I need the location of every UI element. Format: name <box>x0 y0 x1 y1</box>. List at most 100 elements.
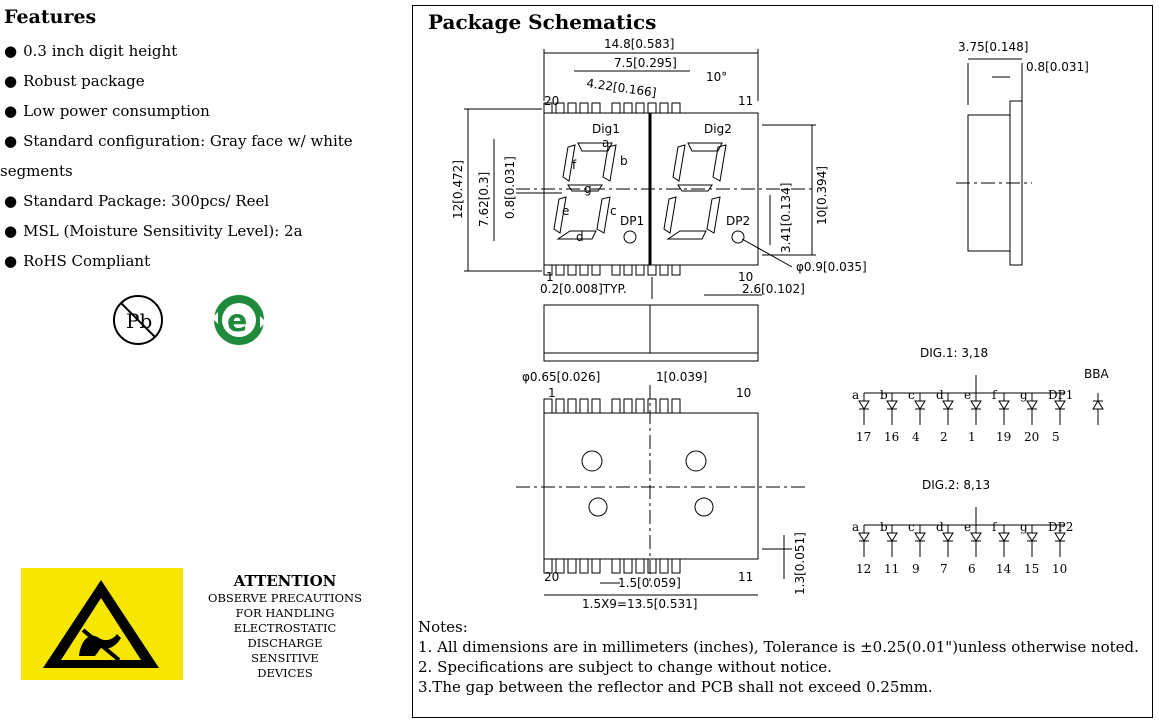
seg-e-label: e <box>562 204 569 218</box>
bottom-view-labels: φ0.65[0.026] 1[0.039] 1 10 20 11 1.5[0.0… <box>522 370 807 611</box>
digit1-label: Dig1 <box>592 122 620 136</box>
dim-digit-pitch: 7.5[0.295] <box>614 56 677 70</box>
dim-pin-pitch: 1.5[0.059] <box>618 576 681 590</box>
led-diode-icon <box>970 393 982 425</box>
package-drawing: 14.8[0.583] 7.5[0.295] 4.22[0.166] 10° 2… <box>451 37 1109 611</box>
top-view <box>464 49 816 299</box>
dim-gap-typ: 0.2[0.008]TYP. <box>540 282 627 296</box>
led-diode-icon <box>1054 393 1066 425</box>
feature-item-continued: segments <box>0 162 73 180</box>
dim-dp-offset: 3.41[0.134] <box>779 183 793 253</box>
segment-label: b <box>880 520 888 534</box>
segment-label: g <box>1020 520 1028 534</box>
segment-label: a <box>852 520 859 534</box>
feature-item: ●Low power consumption <box>4 102 210 120</box>
dim-pad-w: 2.6[0.102] <box>742 282 805 296</box>
attention-line: ELECTROSTATIC <box>233 621 337 635</box>
seg-c-label: c <box>610 204 617 218</box>
pin-number: 14 <box>996 562 1012 576</box>
pin-1-top: 1 <box>546 270 554 284</box>
pin-number: 10 <box>1052 562 1067 576</box>
pin-number: 1 <box>968 430 976 444</box>
package-schematics-frame <box>412 5 1153 718</box>
bullet-icon: ● <box>4 222 18 240</box>
led-diode-icon <box>886 393 898 425</box>
top-view-labels: 14.8[0.583] 7.5[0.295] 4.22[0.166] 10° 2… <box>451 37 867 296</box>
pin-number: 16 <box>884 430 899 444</box>
pin-number: 17 <box>856 430 871 444</box>
led-diode-icon <box>970 525 982 557</box>
led-diode-icon <box>1054 525 1066 557</box>
feature-item: ●MSL (Moisture Sensitivity Level): 2a <box>4 222 303 240</box>
pin-number: 12 <box>856 562 871 576</box>
bba-diode-icon <box>1092 393 1104 425</box>
note-line: 3.The gap between the reflector and PCB … <box>418 678 933 696</box>
led-diode-icon <box>914 525 926 557</box>
segment-label: d <box>936 520 944 534</box>
led-diode-icon <box>942 525 954 557</box>
dim-hole-dia: φ0.65[0.026] <box>522 370 600 384</box>
led-diode-icon <box>886 525 898 557</box>
dim-slant: 10° <box>706 70 727 84</box>
side-view <box>956 58 1032 266</box>
feature-item: ●0.3 inch digit height <box>4 42 178 60</box>
pin-11-top: 11 <box>738 94 753 108</box>
dp2-label: DP2 <box>726 214 750 228</box>
dim-pin-h: 1.3[0.051] <box>793 532 807 595</box>
led-diode-icon <box>942 393 954 425</box>
seg-b-label: b <box>620 154 628 168</box>
dim-height-total: 12[0.472] <box>451 160 465 219</box>
seg-d-label: d <box>576 230 584 244</box>
bullet-icon: ● <box>4 132 18 150</box>
bottom-view <box>516 385 806 596</box>
dim-pin-w: 1[0.039] <box>656 370 707 384</box>
dim-dp-dia: φ0.9[0.035] <box>796 260 867 274</box>
dim-side-depth: 3.75[0.148] <box>958 40 1028 54</box>
pin-number: 20 <box>1024 430 1039 444</box>
dim-digit-height: 7.62[0.3] <box>477 172 491 227</box>
dig1-common-label: DIG.1: 3,18 <box>920 346 988 360</box>
feature-item: ●Standard Package: 300pcs/ Reel <box>4 192 270 210</box>
segment-label: e <box>964 520 971 534</box>
esd-warning-icon <box>21 568 183 680</box>
feature-item: ●RoHS Compliant <box>4 252 151 270</box>
dim-seg-thk: 0.8[0.031] <box>503 156 517 219</box>
pin-10-top: 10 <box>738 270 753 284</box>
bullet-icon: ● <box>4 72 18 90</box>
segment-label: g <box>1020 388 1028 402</box>
led-diode-icon <box>1026 525 1038 557</box>
pin-11-bottom: 11 <box>738 570 753 584</box>
pin-number: 5 <box>1052 430 1060 444</box>
feature-item: ●Standard configuration: Gray face w/ wh… <box>4 132 353 150</box>
attention-line: DEVICES <box>257 666 313 680</box>
bullet-icon: ● <box>4 192 18 210</box>
pin-1-bottom: 1 <box>548 386 556 400</box>
digit2-label: Dig2 <box>704 122 732 136</box>
note-line: 1. All dimensions are in millimeters (in… <box>418 638 1139 656</box>
svg-text:e: e <box>227 304 247 339</box>
digit1-segments <box>553 142 637 244</box>
pin-number: 6 <box>968 562 976 576</box>
features-list: ●0.3 inch digit height ●Robust package ●… <box>0 36 396 276</box>
bullet-icon: ● <box>4 102 18 120</box>
dim-pin-span: 1.5X9=13.5[0.531] <box>582 597 697 611</box>
pin-20-top: 20 <box>544 94 559 108</box>
dim-width-total: 14.8[0.583] <box>604 37 674 51</box>
features-section: Features ●0.3 inch digit height ●Robust … <box>0 6 396 276</box>
dig2-common-label: DIG.2: 8,13 <box>922 478 990 492</box>
attention-title: ATTENTION <box>233 572 337 590</box>
segment-label: e <box>964 388 971 402</box>
led-diode-icon <box>998 393 1010 425</box>
top-pin-row <box>543 102 681 114</box>
attention-line: DISCHARGE <box>247 636 323 650</box>
notes-section: Notes: 1. All dimensions are in millimet… <box>418 617 1139 697</box>
segment-label: b <box>880 388 888 402</box>
segment-label: a <box>852 388 859 402</box>
pin-number: 2 <box>940 430 948 444</box>
segment-label: f <box>992 388 998 402</box>
segment-label: d <box>936 388 944 402</box>
feature-item: ●Robust package <box>4 72 145 90</box>
bba-label: BBA <box>1084 367 1109 381</box>
